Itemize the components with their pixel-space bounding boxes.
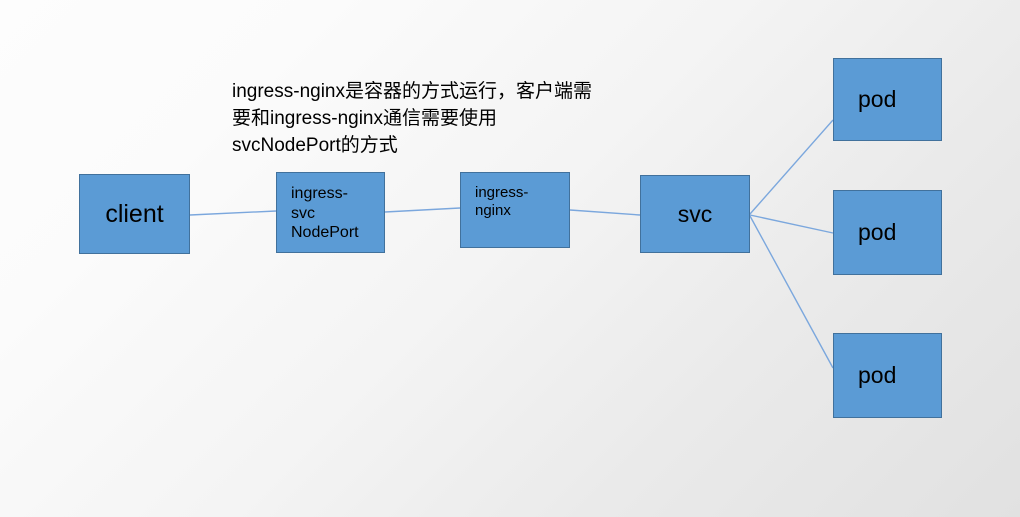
node-ingress-nginx[interactable]: ingress- nginx (460, 172, 570, 248)
node-svc[interactable]: svc (640, 175, 750, 253)
node-pod-2[interactable]: pod (833, 190, 942, 275)
edge-ingress-svc-to-ingress-nginx (384, 207, 461, 213)
edge-ingress-nginx-to-svc (569, 209, 641, 216)
edge-client-to-ingress-svc (189, 210, 277, 216)
edge-svc-to-pod-2 (749, 214, 834, 234)
node-pod-3-label: pod (858, 362, 897, 389)
node-pod-2-label: pod (858, 219, 897, 246)
node-client[interactable]: client (79, 174, 190, 254)
node-ingress-nginx-label: ingress- nginx (475, 184, 529, 220)
edge-svc-to-pod-1 (749, 119, 834, 215)
node-ingress-svc-nodeport-label: ingress- svc NodePort (291, 185, 359, 242)
node-pod-1-label: pod (858, 86, 897, 113)
node-ingress-svc-nodeport[interactable]: ingress- svc NodePort (276, 172, 385, 253)
node-svc-label: svc (677, 200, 713, 227)
annotation-text: ingress-nginx是容器的方式运行，客户端需要和ingress-ngin… (232, 81, 592, 156)
edge-svc-to-pod-3 (749, 215, 834, 369)
node-pod-3[interactable]: pod (833, 333, 942, 418)
node-pod-1[interactable]: pod (833, 58, 942, 141)
node-client-label: client (105, 199, 164, 228)
